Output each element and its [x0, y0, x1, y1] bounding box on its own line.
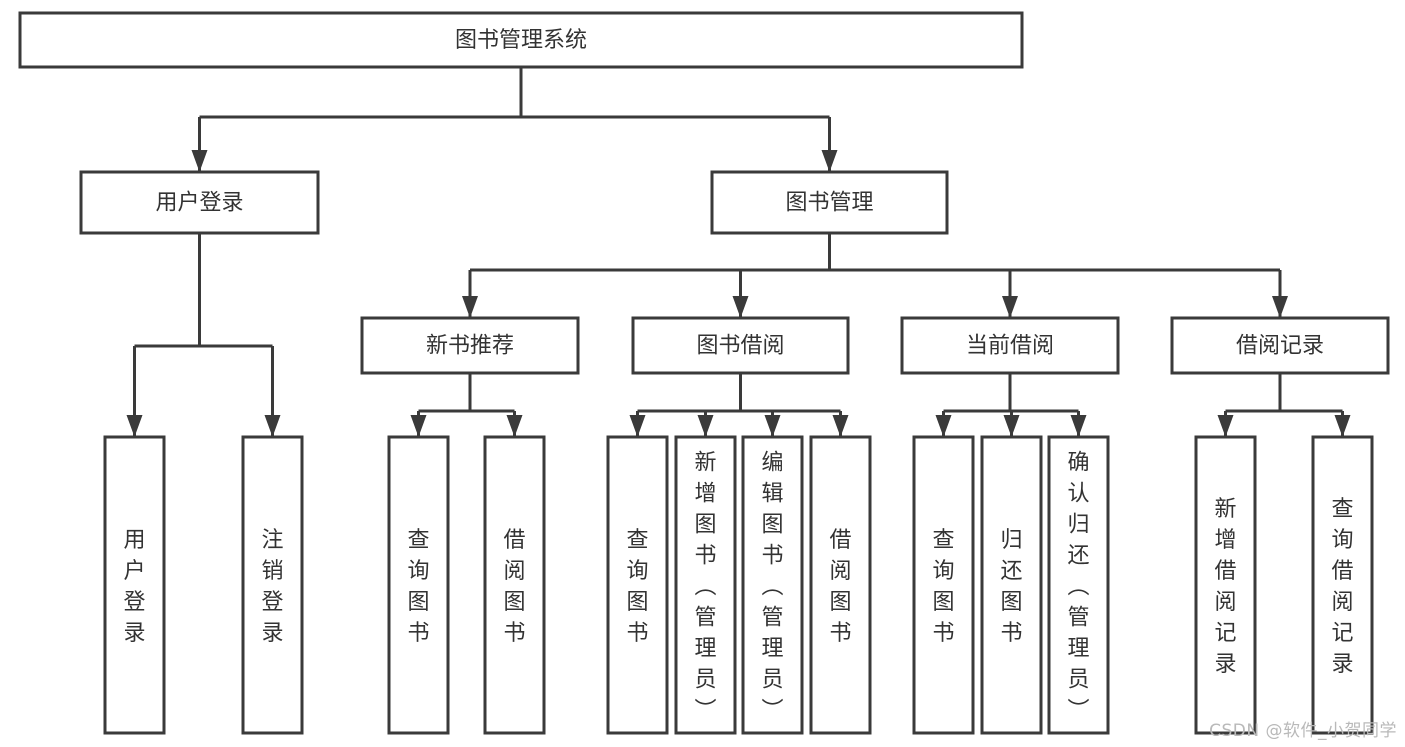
arrow-head-icon: [1002, 296, 1018, 318]
node-label-borrow-edit-book: 编辑图书︵管理员︶: [761, 451, 783, 724]
arrow-head-icon: [764, 415, 781, 437]
node-box-borrow-borrow-book[interactable]: [809, 435, 872, 735]
node-box-record-add[interactable]: [1194, 435, 1257, 735]
node-box-user-login[interactable]: [79, 170, 320, 235]
node-label-record-query: 查询借阅记录: [1331, 497, 1353, 677]
node-label-root: 图书管理系统: [455, 28, 587, 53]
node-label-borrow-add-book: 新增图书︵管理员︶: [694, 451, 716, 724]
arrow-head-icon: [1003, 415, 1020, 437]
node-label-current-query-book: 查询图书: [932, 528, 954, 646]
node-box-recommend-query-book[interactable]: [387, 435, 450, 735]
node-label-record-add: 新增借阅记录: [1214, 497, 1236, 677]
node-label-borrow-record: 借阅记录: [1236, 334, 1324, 359]
node-box-root[interactable]: [18, 11, 1024, 69]
arrow-head-icon: [1217, 415, 1234, 437]
node-box-current-confirm-return[interactable]: [1047, 435, 1110, 735]
node-label-user-login-do: 用户登录: [123, 528, 145, 646]
node-label-recommend-borrow-book: 借阅图书: [503, 528, 525, 646]
node-box-borrow-query-book[interactable]: [606, 435, 669, 735]
arrow-head-icon: [506, 415, 523, 437]
node-label-borrow-borrow-book: 借阅图书: [829, 528, 851, 646]
node-label-current-return-book: 归还图书: [1000, 528, 1022, 646]
connector-layer: [126, 67, 1351, 437]
arrow-head-icon: [821, 150, 838, 172]
node-box-current-borrow[interactable]: [900, 316, 1120, 375]
node-layer: 图书管理系统用户登录图书管理用户登录注销登录新书推荐查询图书借阅图书图书借阅查询…: [18, 11, 1390, 735]
arrow-head-icon: [697, 415, 714, 437]
node-label-book-borrow: 图书借阅: [696, 334, 784, 359]
node-box-user-login-do[interactable]: [103, 435, 166, 735]
node-label-current-borrow: 当前借阅: [966, 334, 1054, 359]
node-box-borrow-edit-book[interactable]: [741, 435, 804, 735]
arrow-head-icon: [1070, 415, 1087, 437]
node-label-borrow-query-book: 查询图书: [626, 528, 648, 646]
arrow-head-icon: [1334, 415, 1351, 437]
node-box-borrow-add-book[interactable]: [674, 435, 737, 735]
node-label-recommend-query-book: 查询图书: [407, 528, 429, 646]
arrow-head-icon: [462, 296, 478, 318]
node-label-user-logout: 注销登录: [261, 528, 283, 646]
node-label-book-management: 图书管理: [785, 191, 873, 216]
node-box-user-logout[interactable]: [241, 435, 304, 735]
arrow-head-icon: [191, 150, 208, 172]
node-box-record-query[interactable]: [1311, 435, 1374, 735]
arrow-head-icon: [935, 415, 952, 437]
node-box-book-borrow[interactable]: [631, 316, 850, 375]
arrow-head-icon: [732, 296, 749, 318]
node-box-new-book-recommend[interactable]: [360, 316, 580, 375]
node-label-user-login: 用户登录: [155, 191, 243, 216]
arrow-head-icon: [410, 415, 427, 437]
node-box-current-query-book[interactable]: [912, 435, 975, 735]
arrow-head-icon: [1272, 296, 1288, 318]
arrow-head-icon: [832, 415, 849, 437]
node-box-book-management[interactable]: [710, 170, 949, 235]
arrow-head-icon: [126, 415, 143, 437]
node-box-current-return-book[interactable]: [980, 435, 1043, 735]
node-box-recommend-borrow-book[interactable]: [483, 435, 546, 735]
arrow-head-icon: [629, 415, 646, 437]
node-label-current-confirm-return: 确认归还︵管理员︶: [1067, 451, 1089, 724]
arrow-head-icon: [264, 415, 281, 437]
node-box-borrow-record[interactable]: [1170, 316, 1390, 375]
csdn-watermark: CSDN @软件_小贺同学: [1209, 721, 1397, 741]
node-label-new-book-recommend: 新书推荐: [426, 334, 514, 359]
